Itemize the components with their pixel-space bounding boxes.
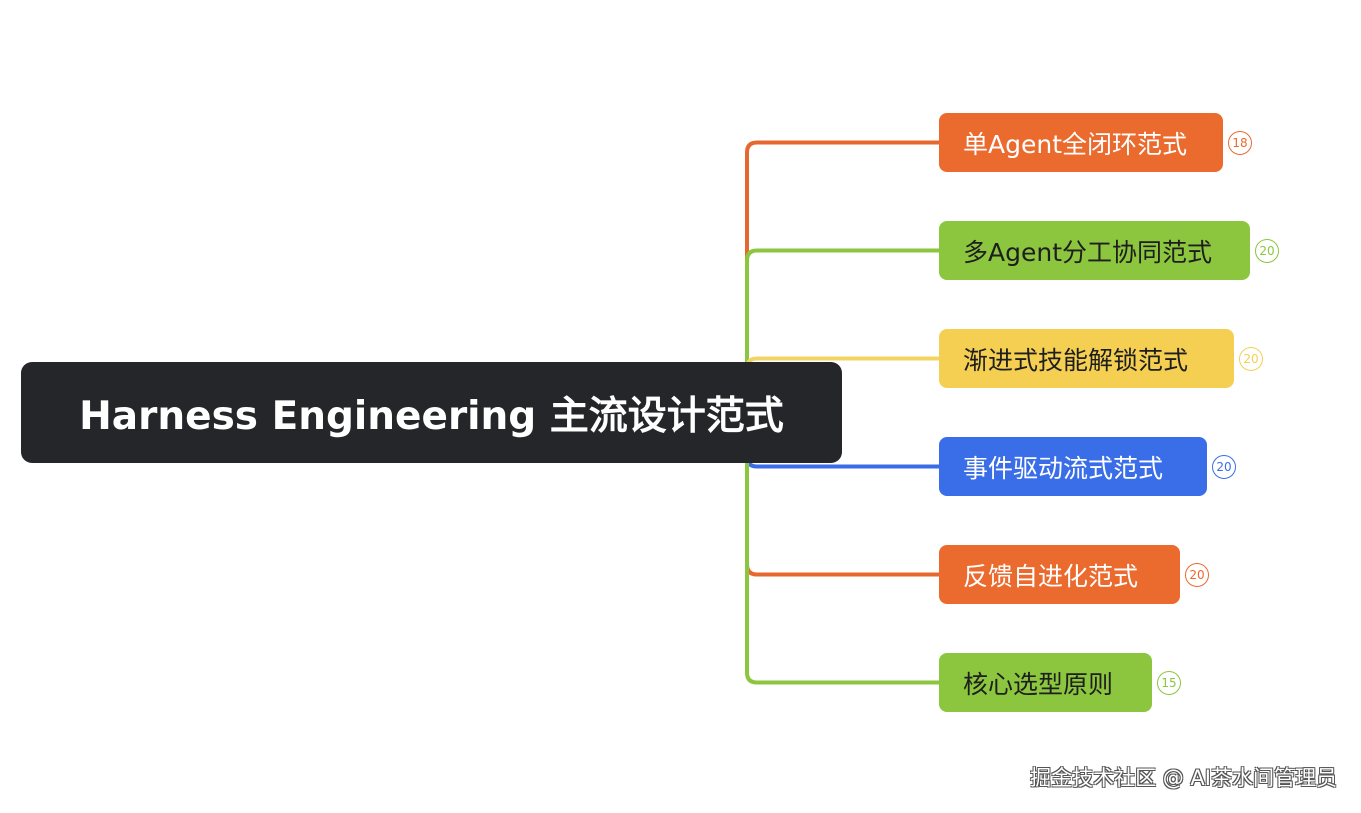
connector-line: [745, 410, 941, 685]
count-badge[interactable]: 20: [1185, 562, 1209, 587]
count-badge[interactable]: 20: [1255, 238, 1279, 263]
branch-node[interactable]: 单Agent全闭环范式: [939, 113, 1223, 172]
root-node[interactable]: Harness Engineering 主流设计范式: [21, 362, 842, 463]
branch-label: 事件驱动流式范式: [963, 453, 1164, 483]
count-badge[interactable]: 15: [1157, 670, 1181, 695]
watermark: 掘金技术社区 @ AI茶水间管理员: [1030, 766, 1337, 790]
count-badge[interactable]: 20: [1239, 346, 1263, 371]
branch-label: 多Agent分工协同范式: [963, 237, 1212, 267]
count-badge[interactable]: 20: [1212, 454, 1236, 479]
branch-label: 单Agent全闭环范式: [963, 129, 1187, 159]
branch-label: 渐进式技能解锁范式: [963, 345, 1189, 375]
branch-node[interactable]: 反馈自进化范式: [939, 545, 1180, 604]
branch-node[interactable]: 事件驱动流式范式: [939, 437, 1207, 496]
branch-node[interactable]: 核心选型原则: [939, 653, 1152, 712]
branch-label: 核心选型原则: [963, 669, 1114, 699]
branch-label: 反馈自进化范式: [963, 561, 1139, 591]
root-title: Harness Engineering 主流设计范式: [79, 393, 784, 439]
count-badge[interactable]: 18: [1228, 130, 1252, 155]
connector-line: [745, 140, 941, 414]
branch-node[interactable]: 渐进式技能解锁范式: [939, 329, 1234, 388]
branch-node[interactable]: 多Agent分工协同范式: [939, 221, 1250, 280]
connector-line: [745, 248, 941, 414]
